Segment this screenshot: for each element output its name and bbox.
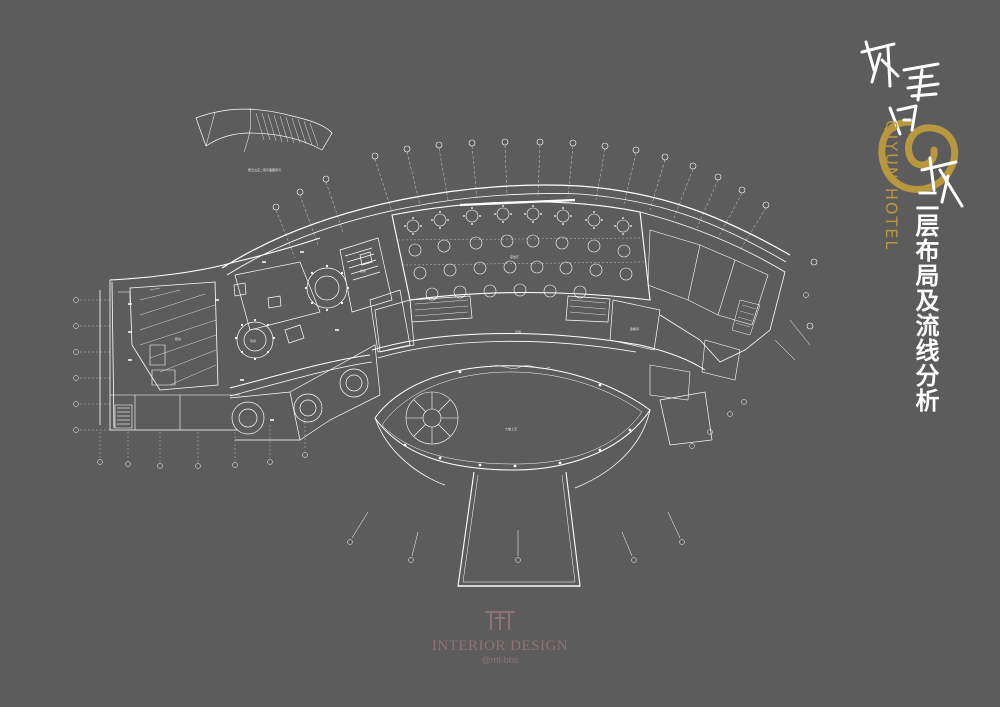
east-wing: [639, 211, 786, 446]
room-label-stair: 楼梯: [360, 268, 366, 273]
qiyun-calligraphy-logo: [860, 40, 964, 208]
key-plan-thumbnail: [195, 107, 333, 153]
room-label-service: 备餐间: [630, 326, 639, 331]
drawing-title: 二层布局及流线分析: [911, 188, 940, 413]
corridor-arc: [371, 333, 706, 371]
watermark-subtitle: @mt-bbs: [481, 655, 519, 665]
key-plan-label: 霞云山庄二层平面图索引: [248, 167, 281, 172]
room-label-kitchen: 厨房: [175, 336, 181, 341]
watermark-title: INTERIOR DESIGN: [431, 638, 569, 654]
west-hatched-area: [129, 281, 219, 391]
watermark-logo-icon: [485, 611, 515, 630]
entrance-canopy: [457, 471, 581, 587]
room-label-private: 包间: [250, 338, 256, 343]
room-label-banquet: 宴会厅: [510, 254, 519, 259]
west-wing-outline: [109, 237, 321, 281]
north-facade-arc: [221, 184, 791, 269]
watermark: INTERIOR DESIGN @mt-bbs: [400, 608, 600, 665]
lobby-void: [374, 365, 651, 489]
room-label-corridor: 走廊: [515, 329, 521, 334]
room-label-lobby: 大堂上空: [505, 426, 517, 431]
hotel-name-latin: QIYUN HOTEL: [882, 120, 901, 252]
banquet-hall: [391, 198, 651, 301]
